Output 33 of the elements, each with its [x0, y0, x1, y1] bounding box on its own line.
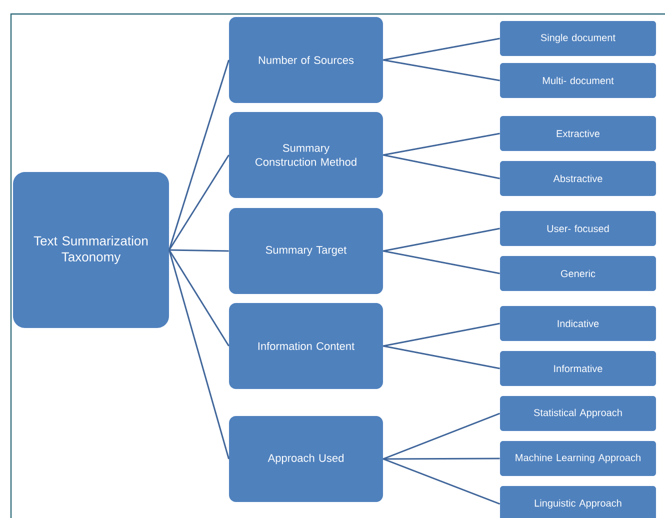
connector-line	[382, 412, 500, 460]
category-box: Information Content	[229, 302, 383, 389]
connector-line	[168, 60, 230, 250]
leaf-box: Single document	[500, 21, 656, 56]
connector-line	[383, 250, 500, 274]
leaf-box: Statistical Approach	[500, 396, 656, 431]
leaf-box: Extractive	[500, 116, 656, 151]
connector-line	[168, 154, 230, 250]
category-box: Summary Target	[229, 208, 383, 294]
category-box: Approach Used	[229, 416, 383, 502]
leaf-box: Indicative	[500, 306, 656, 341]
leaf-box: Generic	[500, 256, 656, 291]
leaf-box: Linguistic Approach	[500, 486, 656, 518]
connector-line	[383, 345, 500, 370]
connector-line	[383, 38, 500, 61]
connector-line	[383, 154, 500, 180]
leaf-box: User- focused	[500, 210, 656, 246]
root-box: Text Summarization Taxonomy	[13, 172, 169, 328]
connector-line	[169, 249, 229, 252]
leaf-box: Multi- document	[500, 63, 656, 98]
leaf-box: Informative	[500, 351, 656, 386]
connector-line	[168, 250, 230, 346]
connector-line	[383, 458, 500, 460]
connector-line	[383, 132, 500, 156]
leaf-box: Abstractive	[500, 161, 656, 196]
connector-line	[382, 458, 500, 505]
category-box: Number of Sources	[229, 17, 383, 103]
connector-line	[383, 322, 500, 347]
connector-line	[383, 59, 500, 82]
leaf-box: Machine Learning Approach	[500, 440, 656, 476]
connector-line	[168, 250, 230, 460]
connector-line	[383, 228, 500, 252]
category-box: Summary Construction Method	[229, 112, 383, 198]
